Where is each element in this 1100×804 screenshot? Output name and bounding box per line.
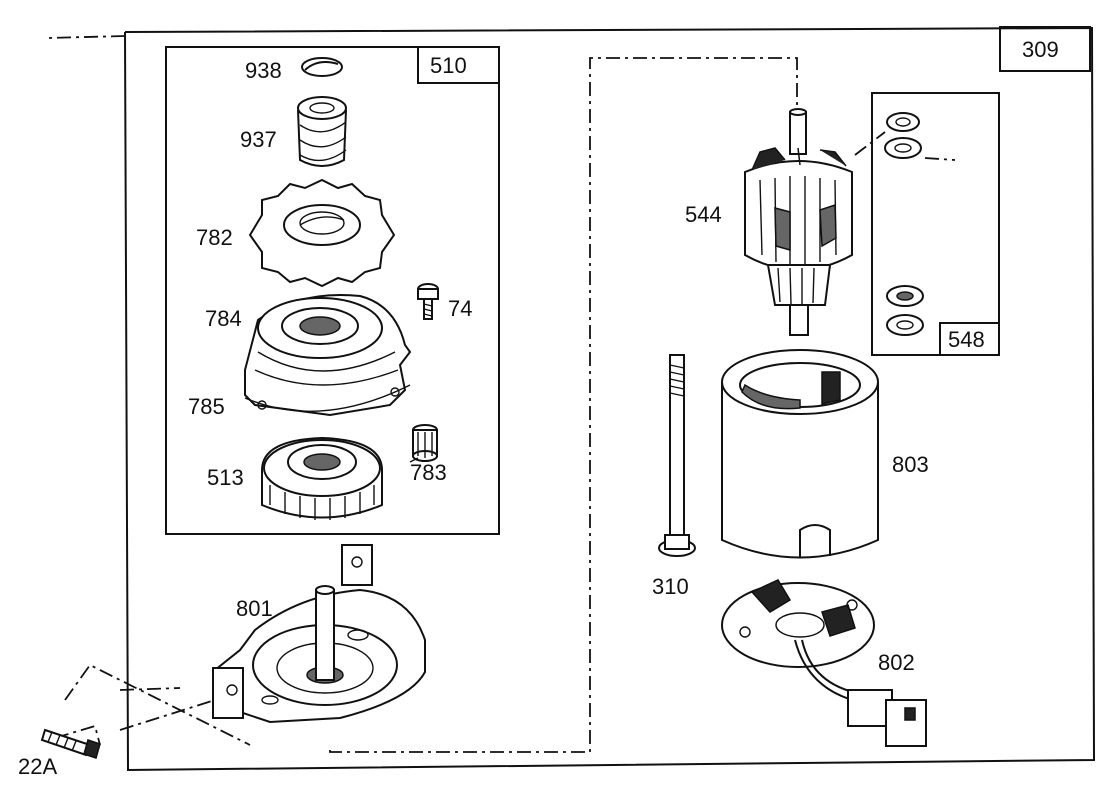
drive-group-box bbox=[165, 46, 500, 535]
part-label-784: 784 bbox=[205, 306, 242, 331]
part-label-938: 938 bbox=[245, 58, 282, 83]
washer-set-548 bbox=[884, 112, 924, 336]
part-label-22a: 22A bbox=[18, 754, 57, 779]
part-label-513: 513 bbox=[207, 465, 244, 490]
mounting-bolt-22a bbox=[40, 728, 101, 759]
group-label-548: 548 bbox=[948, 327, 985, 352]
gasket-785 bbox=[244, 384, 411, 412]
part-label-785: 785 bbox=[188, 394, 225, 419]
retaining-ring-938 bbox=[301, 57, 343, 77]
part-label-801: 801 bbox=[236, 596, 273, 621]
assembly-centerlines bbox=[54, 57, 956, 753]
motor-housing-803 bbox=[721, 349, 879, 559]
part-label-783: 783 bbox=[410, 460, 447, 485]
armature-544 bbox=[744, 108, 853, 336]
screw-74 bbox=[417, 283, 439, 320]
part-label-802: 802 bbox=[878, 650, 915, 675]
assembly-label-309: 309 bbox=[1022, 37, 1059, 62]
part-label-310: 310 bbox=[652, 574, 689, 599]
brush-plate-802 bbox=[721, 579, 927, 747]
spring-937 bbox=[297, 96, 347, 167]
washer-group-box bbox=[871, 92, 1000, 356]
through-bolt-310 bbox=[658, 354, 696, 557]
part-label-74: 74 bbox=[448, 296, 472, 321]
part-label-937: 937 bbox=[240, 127, 277, 152]
drive-housing-784 bbox=[244, 294, 412, 417]
part-label-803: 803 bbox=[892, 452, 929, 477]
part-label-544: 544 bbox=[685, 202, 722, 227]
group-label-510: 510 bbox=[430, 53, 467, 78]
pinion-gear-783 bbox=[409, 424, 438, 463]
assembly-frame bbox=[47, 26, 1096, 772]
ring-gear-513 bbox=[261, 436, 383, 520]
part-label-782: 782 bbox=[196, 225, 233, 250]
drive-gear-782 bbox=[248, 178, 396, 288]
end-cap-801 bbox=[212, 544, 426, 724]
